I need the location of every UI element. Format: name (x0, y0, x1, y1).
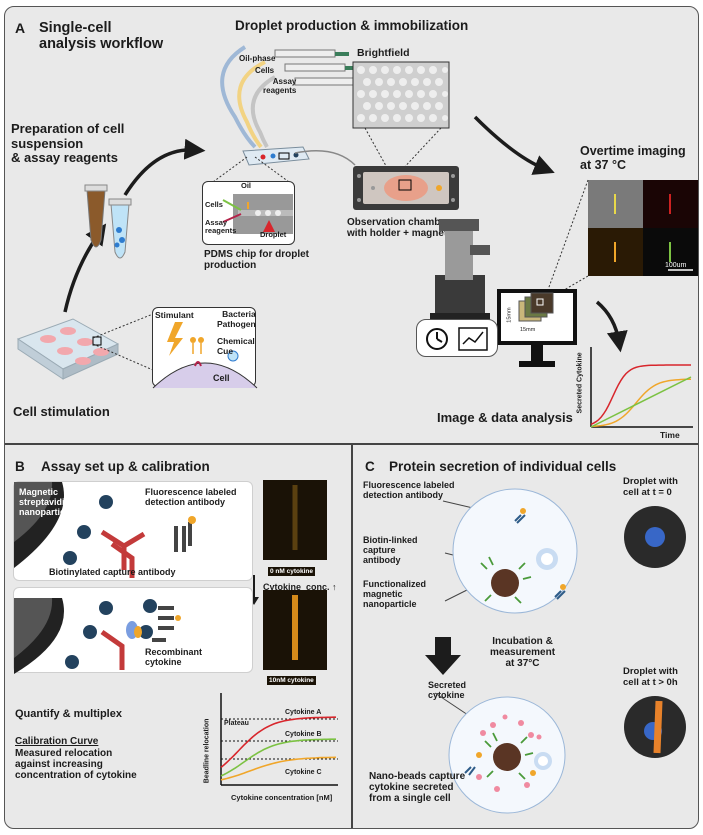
secreted-series-green (590, 376, 692, 428)
func-label: Functionalized magnetic nanoparticle (363, 579, 426, 610)
biotin-label-b: Biotinylated capture antibody (49, 567, 176, 577)
panel-b-title: Assay set up & calibration (41, 459, 210, 474)
observation-label: Observation chamber with holder + magnet… (347, 217, 453, 240)
dim1-label: 15mm (506, 307, 513, 323)
recomb-label: Recombinant cytokine (145, 647, 203, 668)
zero-nm-image (263, 480, 327, 560)
brightfield-image (352, 61, 450, 129)
brightfield-grid (357, 66, 448, 122)
timelapse-icons (426, 327, 488, 351)
image-data-label: Image & data analysis (437, 410, 573, 425)
cyt-b-label: Cytokine B (285, 731, 322, 738)
cell-label: Cell (213, 373, 230, 383)
chip-droplet-label: Droplet (260, 230, 287, 239)
chip-cells-label: Cells (205, 200, 223, 209)
zoom-lines-monitor (544, 179, 589, 301)
horizontal-divider (5, 443, 698, 445)
biotin-label-c: Biotin-linked capture antibody (363, 535, 418, 566)
cyt-c-label: Cytokine C (285, 769, 322, 776)
droplet-bottom-drawing (434, 692, 566, 814)
bacteria-label: Bacteria Pathogen (217, 309, 256, 329)
fluor-label-b: Fluorescence labeled detection antibody (145, 487, 237, 508)
zoom-lines-chip (212, 156, 290, 183)
fluor-label-c: Fluorescence labeled detection antibody (363, 480, 455, 501)
overtime-label: Overtime imaging at 37 °C (580, 144, 686, 172)
stimulant-label: Stimulant (155, 310, 194, 320)
ten-nm-label: 10nM cytokine (267, 676, 316, 686)
prep-label: Preparation of cell suspension & assay r… (11, 121, 125, 166)
quantify-label: Quantify & multiplex (15, 708, 122, 720)
plateau-label: Plateau (224, 720, 249, 727)
mag-label: Magnetic streptavidin- nanoparticle (19, 487, 74, 518)
secreted-axis-label: Secreted Cytokine (576, 352, 584, 414)
panel-b-letter: B (15, 459, 25, 474)
panel-a-title: Single-cell analysis workflow (39, 20, 164, 53)
zoom-lines-brightfield (364, 127, 442, 174)
pdms-label: PDMS chip for droplet production (204, 249, 309, 272)
secreted-chart (590, 347, 693, 428)
cal-series-c (220, 756, 337, 781)
cal-series-a (220, 716, 336, 769)
chip-zoom-drawing (222, 194, 293, 234)
vertical-divider (351, 444, 353, 828)
assay-card-top (13, 481, 253, 581)
dropt-label: Droplet with cell at t > 0h (623, 666, 678, 688)
secreted-series-orange (590, 378, 692, 428)
assay-card-bottom (13, 587, 253, 674)
stim-illustration (152, 322, 258, 389)
syringe-tubing (220, 45, 369, 149)
nano-label: Nano-beads capture cytokine secreted fro… (369, 771, 466, 805)
incub-label: Incubation & measurement at 37°C (490, 636, 556, 670)
assay-reagents-label: Assay reagents (263, 77, 297, 95)
arrow-to-chip (123, 138, 206, 196)
chip-zoom-card (202, 181, 295, 245)
ten-nm-image (263, 590, 327, 670)
zero-nm-label: 0 nM cytokine (268, 567, 315, 577)
panel-a-arrows (63, 115, 628, 353)
calibration-chart (220, 693, 338, 786)
observation-chamber (353, 166, 459, 210)
tubes-icon (84, 184, 132, 259)
cal-xaxis-label: Cytokine concentration [nM] (231, 793, 333, 802)
chip-oil-label: Oil (241, 181, 252, 190)
cal-yaxis-label: Beadline relocation (203, 718, 211, 784)
panel-a-letter: A (15, 20, 26, 36)
monitor-icon (497, 289, 577, 367)
chip-assay-label: Assay reagents (205, 218, 237, 236)
arrow-to-imaging (473, 115, 555, 175)
panel-c-letter: C (365, 459, 375, 474)
cyt-a-label: Cytokine A (285, 709, 322, 716)
dropt-image (624, 696, 686, 758)
brightfield-label: Brightfield (357, 47, 410, 59)
calib-label: Calibration Curve (15, 736, 99, 747)
timelapse-card (416, 319, 498, 357)
oil-phase-label: Oil-phase (239, 54, 276, 63)
down-arrow-c (425, 637, 461, 675)
dim2-label: 15mm (520, 327, 536, 333)
panel-c-title: Protein secretion of individual cells (389, 459, 617, 474)
droplet-title: Droplet production & immobilization (235, 18, 469, 33)
drop0-label: Droplet with cell at t = 0 (623, 476, 678, 498)
microscope-icon (430, 219, 490, 321)
drop0-image (624, 506, 686, 568)
secreted-series-red (590, 364, 691, 425)
time-axis-label: Time (660, 430, 680, 440)
cal-series-b (220, 738, 336, 777)
arrow-to-analysis (595, 300, 628, 353)
chamber-tube (294, 150, 356, 166)
well-plate-icon (16, 318, 120, 380)
droplet-top-drawing (442, 488, 578, 614)
scale-bar-label: 100um (665, 262, 687, 269)
assay-bottom-drawing (14, 598, 181, 674)
cells-label: Cells (255, 66, 275, 75)
assay-top-drawing (14, 482, 196, 578)
figure-frame: A Single-cell analysis workflow Droplet … (4, 6, 699, 829)
calib-desc: Measured relocation against increasing c… (15, 748, 137, 782)
chemical-label: Chemical Cue (217, 336, 255, 356)
fluorescence-grid (588, 180, 698, 276)
stimulation-card (152, 307, 258, 389)
secreted-label: Secreted cytokine (428, 680, 467, 701)
cell-stim-label: Cell stimulation (13, 404, 110, 419)
zoom-lines-stim (92, 313, 154, 371)
